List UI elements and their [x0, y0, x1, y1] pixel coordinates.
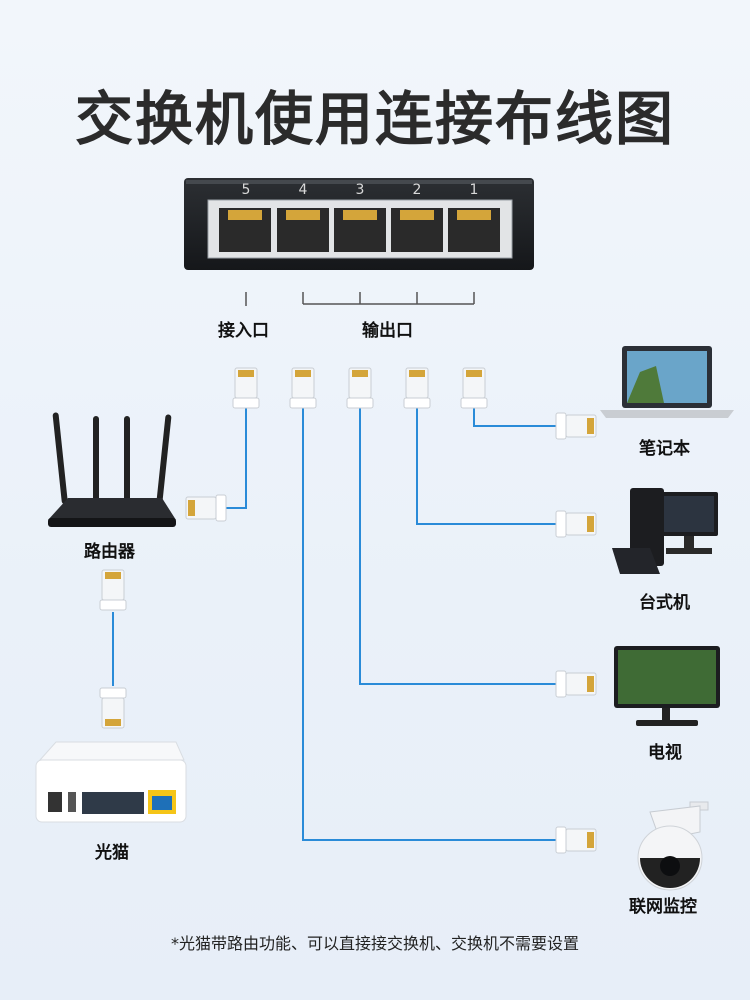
desktop-icon — [612, 488, 718, 574]
switch-port-2: 2 — [391, 182, 443, 252]
router-label: 路由器 — [84, 542, 135, 562]
modem-label: 光猫 — [95, 843, 129, 863]
switch-port-3: 3 — [334, 182, 386, 252]
page-title: 交换机使用连接布线图 — [74, 85, 675, 153]
desktop-label: 台式机 — [639, 593, 690, 613]
router-icon — [48, 412, 176, 527]
laptop-icon — [600, 346, 734, 418]
laptop-label: 笔记本 — [639, 439, 690, 459]
cables — [112, 408, 556, 841]
switch-port-5: 5 — [219, 182, 271, 252]
tv-icon — [614, 646, 720, 726]
port-number-1: 1 — [470, 182, 479, 198]
input-port-label: 接入口 — [218, 321, 269, 341]
port-number-2: 2 — [413, 182, 422, 198]
tv-label: 电视 — [648, 743, 682, 763]
camera-label: 联网监控 — [629, 897, 697, 917]
port-number-5: 5 — [242, 182, 251, 198]
port-brackets — [245, 292, 475, 306]
camera-icon — [637, 801, 709, 891]
port-number-4: 4 — [299, 182, 308, 198]
switch-port-4: 4 — [277, 182, 329, 252]
port-number-3: 3 — [356, 182, 365, 198]
switch-port-1: 1 — [448, 182, 500, 252]
footnote: *光猫带路由功能、可以直接接交换机、交换机不需要设置 — [170, 934, 579, 953]
modem-icon — [35, 741, 187, 823]
output-port-label: 输出口 — [362, 321, 413, 341]
